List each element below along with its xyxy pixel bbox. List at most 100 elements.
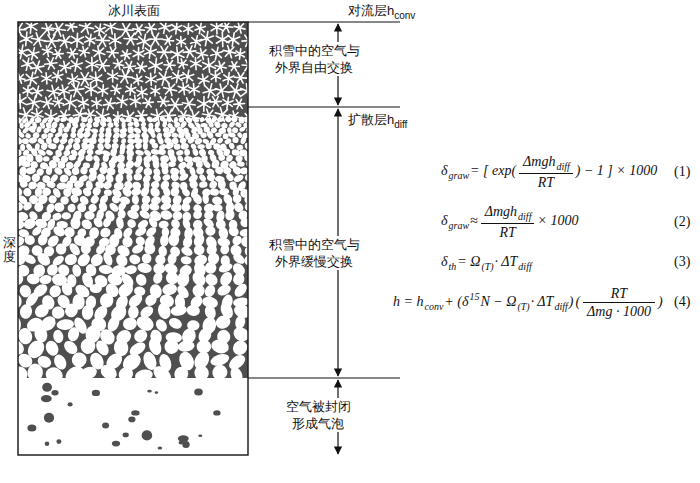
snowflake <box>210 97 222 107</box>
air-bubble <box>112 441 120 447</box>
firn-ground <box>18 22 248 378</box>
equation-number: (4) <box>674 293 690 311</box>
label-text: 对流层h <box>348 3 394 18</box>
firn-grain <box>153 126 161 134</box>
air-bubble <box>92 390 100 396</box>
boundary-line <box>248 107 400 108</box>
snowflake-core <box>134 100 137 103</box>
firn-grain <box>175 149 184 156</box>
firn-grain <box>208 179 218 189</box>
boundary-line <box>248 378 400 379</box>
firn-grain <box>19 179 29 189</box>
snowflake <box>189 84 200 96</box>
firn-grain <box>192 116 200 123</box>
snowflake-core <box>88 113 91 116</box>
firn-grain <box>19 122 24 128</box>
snowflake-core <box>180 40 183 43</box>
snowflake <box>163 35 173 45</box>
surface-label: 冰川表面 <box>108 2 160 19</box>
snowflake <box>42 24 54 35</box>
snowflake <box>137 34 151 49</box>
firn-grain <box>28 136 38 144</box>
firn-grain <box>45 149 54 156</box>
snowflake <box>66 22 77 32</box>
firn-grain <box>205 226 216 236</box>
snowflake-core <box>31 52 34 55</box>
firn-grain <box>131 243 146 256</box>
snowflake-core <box>20 50 23 53</box>
firn-grain <box>168 233 179 247</box>
firn-grain <box>118 131 127 139</box>
snowflake-core <box>149 78 152 81</box>
firn-grain <box>81 304 94 320</box>
snowflake <box>157 46 171 58</box>
snowflake-core <box>36 113 39 116</box>
snowflake <box>60 61 71 72</box>
depth-axis-label: 深度 <box>3 236 16 265</box>
firn-grain <box>151 142 158 149</box>
snowflake-core <box>75 63 78 66</box>
snowflake-core <box>176 75 179 78</box>
firn-grain <box>125 117 132 123</box>
firn-grain <box>159 209 173 221</box>
firn-grain <box>171 132 178 138</box>
snowflake-core <box>234 89 237 92</box>
snowflake-core <box>108 102 111 105</box>
snowflake-core <box>101 64 104 67</box>
snowflake <box>98 85 108 97</box>
snowflake-core <box>30 77 33 80</box>
snowflake <box>67 48 77 58</box>
numerator: Δmghdiff <box>481 204 535 224</box>
snowflake-core <box>154 89 157 92</box>
snowflake-core <box>114 88 117 91</box>
snowflake-core <box>56 52 59 55</box>
firn-grain <box>134 226 148 238</box>
snowflake-core <box>200 52 203 55</box>
snowflake <box>241 84 248 99</box>
snowflake-core <box>149 50 152 53</box>
snowflake <box>32 33 46 47</box>
firn-grain <box>221 123 228 129</box>
snowflake-core <box>56 75 59 78</box>
snowflake-core <box>163 51 166 54</box>
denominator: RT <box>481 224 535 240</box>
firn-grain <box>51 306 64 319</box>
air-bubble <box>147 390 152 393</box>
firn-grain <box>82 130 92 139</box>
snowflake <box>216 32 229 46</box>
subscript: graw <box>449 220 470 231</box>
snowflake-core <box>83 50 86 53</box>
snowflake <box>104 22 118 34</box>
firn-grain <box>180 201 192 213</box>
firn-grain <box>89 194 100 205</box>
firn-grain <box>85 154 93 161</box>
snowflake <box>121 50 131 60</box>
boundary-line <box>248 22 400 23</box>
air-bubble <box>56 439 61 444</box>
air-bubble <box>182 441 189 448</box>
snowflake-core <box>95 102 98 105</box>
snowflake <box>18 45 28 59</box>
snowflake <box>71 33 83 47</box>
snowflake <box>145 23 156 34</box>
firn-grain <box>100 120 107 128</box>
equation-number: (2) <box>674 213 690 231</box>
subscript: diff <box>518 261 531 272</box>
snowflake-core <box>89 88 92 91</box>
firn-grain <box>152 159 160 169</box>
snowflake <box>118 70 133 83</box>
denominator: RT <box>519 174 573 190</box>
firn-grain <box>151 116 159 123</box>
snowflake-core <box>117 63 120 66</box>
snowflake <box>20 32 32 46</box>
snowflake <box>151 86 160 96</box>
formula-text: ) <box>569 294 574 309</box>
firn-grain <box>199 181 208 189</box>
air-bubble <box>51 390 58 395</box>
snowflake <box>157 71 171 85</box>
firn-grain <box>180 255 192 265</box>
firn-grain <box>225 172 235 183</box>
snowflake <box>63 95 77 110</box>
firn-grain <box>164 141 175 151</box>
snowflake-core <box>129 37 132 40</box>
